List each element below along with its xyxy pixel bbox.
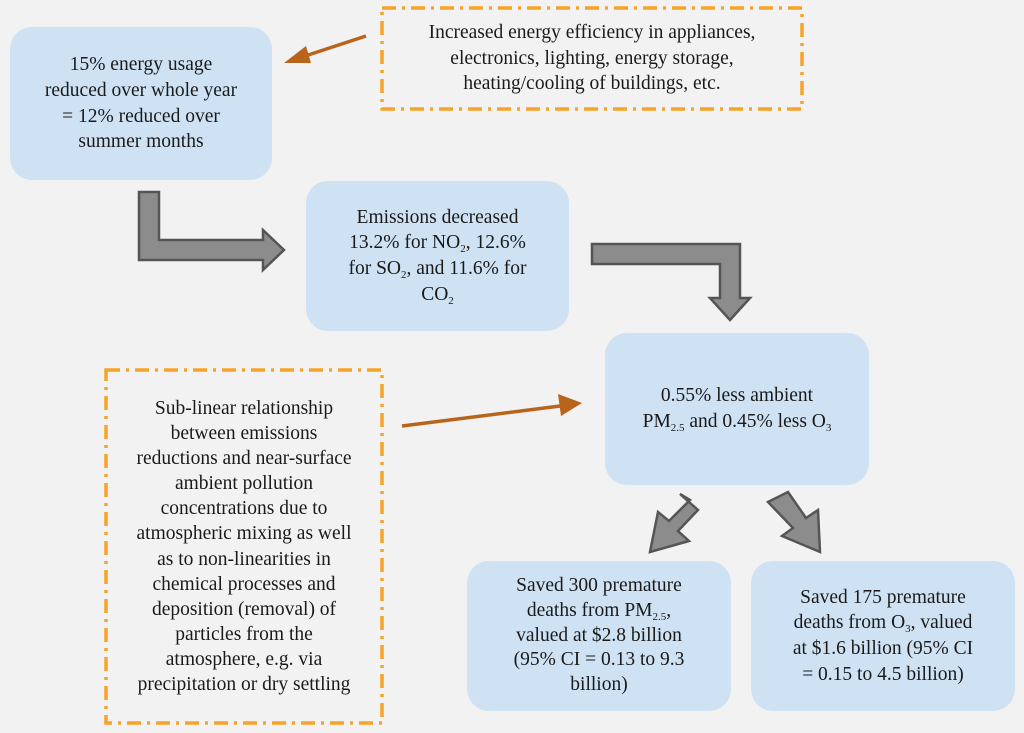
- sublinear-line-3: reductions and near-surface: [136, 447, 352, 469]
- o3-line-2: deaths from O3, valued: [793, 612, 973, 636]
- sublinear-note: Sub-linear relationship between emission…: [106, 370, 382, 723]
- energy-line-4: summer months: [78, 131, 204, 153]
- energy-line-3: = 12% reduced over: [62, 105, 220, 127]
- block-arrow-ambient-to-o3: [765, 490, 822, 554]
- ambient-box: 0.55% less ambient PM2.5 and 0.45% less …: [605, 333, 869, 485]
- emissions-line-4: CO2: [421, 283, 454, 307]
- pm-line-5: billion): [570, 674, 628, 696]
- ambient-line-1: 0.55% less ambient: [660, 385, 814, 407]
- energy-usage-box: 15% energy usage reduced over whole year…: [10, 27, 272, 180]
- efficiency-line-1: Increased energy efficiency in appliance…: [428, 21, 756, 43]
- sublinear-line-2: between emissions: [170, 422, 318, 444]
- sublinear-line-10: particles from the: [175, 623, 313, 645]
- o3-line-3: at $1.6 billion (95% CI: [792, 638, 974, 659]
- sublinear-line-6: atmospheric mixing as well: [136, 523, 352, 545]
- emissions-box: Emissions decreased 13.2% for NO2, 12.6%…: [306, 181, 569, 331]
- sublinear-line-4: ambient pollution: [174, 473, 314, 495]
- emissions-line-1: Emissions decreased: [356, 206, 519, 228]
- sublinear-line-9: deposition (removal) of: [151, 598, 337, 620]
- sublinear-line-11: atmosphere, e.g. via: [165, 649, 323, 671]
- sublinear-note-border: [104, 368, 384, 725]
- pm-deaths-box: Saved 300 premature deaths from PM2.5, v…: [467, 561, 731, 711]
- efficiency-note-border: [380, 6, 804, 111]
- emissions-line-2: 13.2% for NO2, 12.6%: [349, 232, 526, 256]
- sublinear-line-7: as to non-linearities in: [157, 548, 331, 570]
- block-arrow-ambient-to-pm: [648, 492, 700, 554]
- sublinear-line-12: precipitation or dry settling: [137, 674, 351, 696]
- emissions-line-3: for SO2, and 11.6% for: [348, 258, 527, 281]
- energy-line-1: 15% energy usage: [69, 54, 213, 76]
- pm-line-2: deaths from PM2.5,: [526, 599, 672, 623]
- efficiency-arrow: [284, 34, 367, 63]
- pm-line-1: Saved 300 premature: [516, 574, 682, 596]
- efficiency-line-3: heating/cooling of buildings, etc.: [463, 73, 721, 95]
- sublinear-line-8: chemical processes and: [152, 573, 336, 595]
- efficiency-note: Increased energy efficiency in appliance…: [382, 8, 802, 109]
- ambient-line-2: PM2.5 and 0.45% less O3: [642, 411, 832, 434]
- sublinear-line-1: Sub-linear relationship: [154, 397, 334, 419]
- o3-line-1: Saved 175 premature: [800, 586, 966, 608]
- efficiency-line-2: electronics, lighting, energy storage,: [450, 47, 734, 69]
- sublinear-arrow: [401, 394, 582, 428]
- pm-line-4: (95% CI = 0.13 to 9.3: [513, 649, 685, 671]
- o3-deaths-box: Saved 175 premature deaths from O3, valu…: [751, 561, 1015, 711]
- energy-line-2: reduced over whole year: [44, 79, 238, 101]
- sublinear-line-5: concentrations due to: [160, 498, 328, 520]
- block-arrow-emissions-to-ambient: [590, 242, 753, 322]
- pm-line-3: valued at $2.8 billion: [516, 624, 682, 646]
- block-arrow-energy-to-emissions: [137, 190, 286, 273]
- o3-line-4: = 0.15 to 4.5 billion): [802, 663, 964, 685]
